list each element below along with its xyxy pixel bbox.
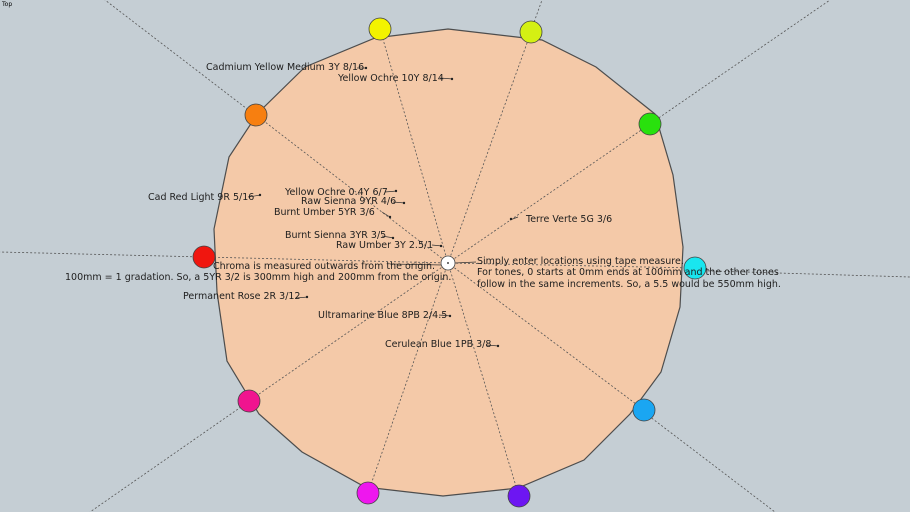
origin-dot [447, 262, 449, 264]
label-burnt-sienna: Burnt Sienna 3YR 3/5 [285, 230, 387, 241]
hue-markers [192, 17, 707, 508]
hue-marker-cyan [683, 256, 707, 280]
label-cerulean-blue: Cerulean Blue 1PB 3/8 [385, 339, 492, 350]
hue-marker-rose [237, 389, 261, 413]
label-ultramarine-blue: Ultramarine Blue 8PB 2/4.5 [318, 310, 448, 321]
hue-marker-orange [244, 103, 268, 127]
hue-marker-sky-blue [632, 398, 656, 422]
label-raw-sienna: Raw Sienna 9YR 4/6 [301, 196, 397, 207]
hue-marker-yellow-green [519, 20, 543, 44]
leader-lines [247, 67, 519, 347]
label-burnt-umber: Burnt Umber 5YR 3/6 [274, 207, 375, 218]
label-raw-umber: Raw Umber 3Y 2.5/1 [336, 240, 434, 251]
hue-marker-green [638, 112, 662, 136]
tone-note-line2: For tones, 0 starts at 0mm ends at 100mm… [477, 267, 779, 278]
label-yellow-ochre-10y: Yellow Ochre 10Y 8/14 [338, 73, 444, 84]
hue-marker-violet [507, 484, 531, 508]
label-cad-red-light: Cad Red Light 9R 5/16 [148, 192, 255, 203]
chroma-note-line1: Chroma is measured outwards from the ori… [213, 261, 436, 272]
hue-marker-magenta [356, 481, 380, 505]
label-yellow-ochre-04y: Yellow Ochre 0.4Y 6/7 [285, 187, 388, 198]
hue-marker-yellow [368, 17, 392, 41]
chroma-note-line2: 100mm = 1 gradation. So, a 5YR 3/2 is 30… [65, 272, 452, 283]
hue-spokes [203, 28, 696, 497]
label-permanent-rose: Permanent Rose 2R 3/12 [183, 291, 301, 302]
view-label: Top [2, 1, 13, 8]
paint-points [258, 66, 513, 348]
tone-note-line1: Simply enter locations using tape measur… [477, 256, 684, 267]
tone-note-line3: follow in the same increments. So, a 5.5… [477, 279, 781, 290]
label-cadmium-yellow-medium: Cadmium Yellow Medium 3Y 8/16 [206, 62, 365, 73]
hue-marker-red [192, 245, 216, 269]
label-terre-verte: Terre Verte 5G 3/6 [526, 214, 613, 225]
